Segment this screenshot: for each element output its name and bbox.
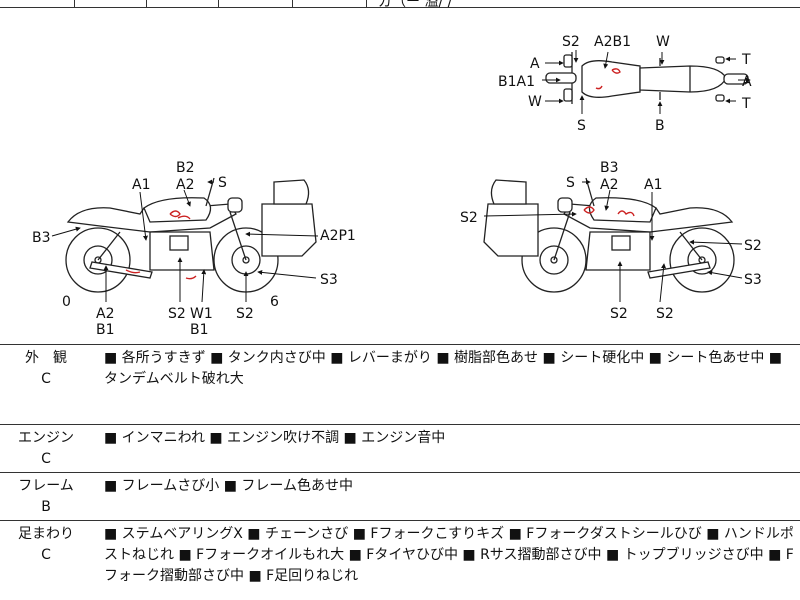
row-header: 足まわり C — [0, 521, 92, 566]
row-grade: C — [41, 371, 51, 387]
damage-diagram: A S2 A2B1 W T B1A1 A W T S B — [0, 8, 800, 345]
top-view-labels: A S2 A2B1 W T B1A1 A W T S B — [498, 34, 752, 134]
diagram-label: S2 — [610, 306, 628, 322]
row-header: 外 観 C — [0, 345, 92, 390]
row-category: 外 観 — [25, 350, 67, 366]
diagram-label: B3 — [600, 160, 619, 176]
previous-table-row: ガ（ー 溢/ / — [0, 0, 800, 10]
diagram-label: S — [577, 118, 586, 134]
diagram-label: A2B1 — [594, 34, 631, 50]
right-view-leaders — [483, 179, 743, 303]
condition-row-suspension: 足まわり C ■ ステムベアリングX ■ チェーンさび ■ Fフォークこすりキズ… — [0, 521, 800, 600]
diagram-label: S2 — [236, 306, 254, 322]
row-category: フレーム — [18, 478, 74, 494]
row-header: フレーム B — [0, 473, 92, 518]
diagram-label: T — [741, 52, 751, 68]
row-details: ■ フレームさび小 ■ フレーム色あせ中 — [104, 478, 353, 494]
diagram-label: 6 — [270, 294, 279, 310]
diagram-label: A2 — [176, 177, 194, 193]
diagram-label: A2 — [600, 177, 618, 193]
row-category: 足まわり — [18, 526, 74, 542]
row-category: エンジン — [18, 430, 74, 446]
cell-divider — [146, 0, 147, 8]
row-grade: C — [41, 451, 51, 467]
diagram-label: S3 — [744, 272, 762, 288]
diagram-label: A — [530, 56, 540, 72]
top-view-motorcycle — [545, 52, 749, 104]
top-view-marks — [595, 68, 621, 90]
diagram-label: S3 — [320, 272, 338, 288]
diagram-label: S — [566, 175, 575, 191]
diagram-label: W — [656, 34, 670, 50]
diagram-label: B1 — [190, 322, 209, 338]
row-details: ■ インマニわれ ■ エンジン吹け不調 ■ エンジン音中 — [104, 430, 446, 446]
diagram-label: B2 — [176, 160, 195, 176]
right-view-motorcycle — [483, 177, 735, 293]
condition-row-frame: フレーム B ■ フレームさび小 ■ フレーム色あせ中 — [0, 473, 800, 521]
cell-divider — [74, 0, 75, 8]
diagram-label: B — [655, 118, 665, 134]
diagram-label: A — [742, 74, 752, 90]
diagram-label: S2 — [460, 210, 478, 226]
left-view-leaders — [51, 179, 319, 303]
diagram-label: B3 — [32, 230, 51, 246]
condition-row-engine: エンジン C ■ インマニわれ ■ エンジン吹け不調 ■ エンジン音中 — [0, 425, 800, 473]
row-header: エンジン C — [0, 425, 92, 470]
diagram-label: A1 — [132, 177, 150, 193]
left-view-motorcycle — [65, 177, 317, 293]
top-view-leaders — [542, 50, 751, 114]
diagram-label: A2 — [96, 306, 114, 322]
diagram-label: 0 — [62, 294, 71, 310]
diagram-label: S2 — [562, 34, 580, 50]
diagram-label: T — [741, 96, 751, 112]
left-view-marks — [125, 210, 197, 280]
cell-divider — [292, 0, 293, 8]
diagram-label: W1 — [190, 306, 213, 322]
diagram-label: A1 — [644, 177, 662, 193]
diagram-label: S2 — [656, 306, 674, 322]
right-view-labels: B3 S A2 A1 S2 S2 S3 S2 S2 — [460, 160, 762, 322]
condition-row-exterior: 外 観 C ■ 各所うすきず ■ タンク内さび中 ■ レバーまがり ■ 樹脂部色… — [0, 345, 800, 425]
left-view-labels: B2 A2 S A1 B3 A2P1 S3 0 6 A2 B1 S2 W1 B1… — [32, 160, 356, 338]
row-grade: C — [41, 547, 51, 563]
row-details: ■ 各所うすきず ■ タンク内さび中 ■ レバーまがり ■ 樹脂部色あせ ■ シ… — [104, 350, 782, 387]
cell-divider — [366, 0, 367, 8]
diagram-label: S2 — [744, 238, 762, 254]
row-grade: B — [41, 499, 51, 515]
diagram-label: A2P1 — [320, 228, 356, 244]
diagram-label: B1 — [96, 322, 115, 338]
diagram-label: B1A1 — [498, 74, 535, 90]
diagram-label: W — [528, 94, 542, 110]
right-view-marks — [583, 206, 635, 217]
row-details: ■ ステムベアリングX ■ チェーンさび ■ Fフォークこすりキズ ■ Fフォー… — [104, 526, 794, 584]
cut-off-text: ガ（ー 溢/ / — [378, 0, 453, 10]
diagram-label: S — [218, 175, 227, 191]
diagram-label: S2 — [168, 306, 186, 322]
cell-divider — [218, 0, 219, 8]
